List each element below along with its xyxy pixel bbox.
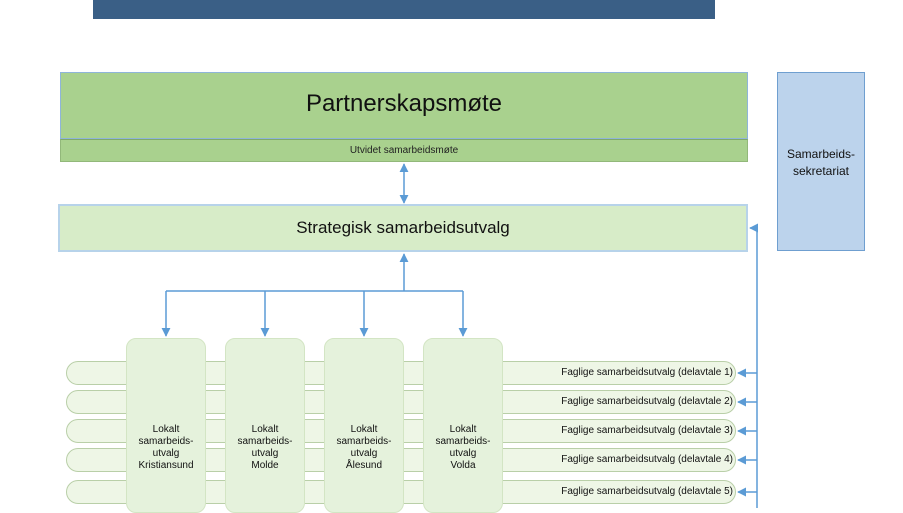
lokalt-kristiansund-line-2: samarbeids-	[138, 436, 194, 447]
sekretariat-line-1: Samarbeids-	[786, 147, 856, 161]
lokalt-kristiansund-line-4: Kristiansund	[138, 460, 194, 471]
faglige-label-3: Faglige samarbeidsutvalg (delavtale 3)	[561, 425, 733, 436]
lokalt-molde-line-2: samarbeids-	[237, 436, 293, 447]
lokalt-alesund-line-2: samarbeids-	[336, 436, 392, 447]
lokalt-volda-line-2: samarbeids-	[435, 436, 491, 447]
samarbeidssekretariat-box: Samarbeids- sekretariat	[777, 72, 865, 251]
header-bar	[93, 0, 715, 19]
lokalt-volda-line-1: Lokalt	[449, 424, 477, 435]
partnerskapsmote-title: Partnerskapsmøte	[305, 90, 503, 117]
lokalt-molde-line-3: utvalg	[251, 448, 279, 459]
faglige-label-4: Faglige samarbeidsutvalg (delavtale 4)	[561, 454, 733, 465]
lokalt-alesund-line-3: utvalg	[350, 448, 378, 459]
faglige-label-5: Faglige samarbeidsutvalg (delavtale 5)	[561, 486, 733, 497]
faglige-label-1: Faglige samarbeidsutvalg (delavtale 1)	[561, 367, 733, 378]
lokalt-alesund-line-4: Ålesund	[345, 460, 383, 471]
utvidet-samarbeidsmote-box: Utvidet samarbeidsmøte	[60, 139, 748, 162]
faglige-label-2: Faglige samarbeidsutvalg (delavtale 2)	[561, 396, 733, 407]
lokalt-molde-line-1: Lokalt	[251, 424, 279, 435]
lokalt-kristiansund-line-3: utvalg	[152, 448, 180, 459]
sekretariat-line-2: sekretariat	[792, 164, 850, 178]
lokalt-kristiansund-line-1: Lokalt	[152, 424, 180, 435]
lokalt-alesund-line-1: Lokalt	[350, 424, 378, 435]
lokalt-molde-line-4: Molde	[251, 460, 279, 471]
lokalt-volda-line-4: Volda	[450, 460, 476, 471]
lokalt-box-molde: Lokalt samarbeids- utvalg Molde	[225, 338, 305, 513]
lokalt-box-alesund: Lokalt samarbeids- utvalg Ålesund	[324, 338, 404, 513]
lokalt-box-kristiansund: Lokalt samarbeids- utvalg Kristiansund	[126, 338, 206, 513]
lokalt-volda-line-3: utvalg	[449, 448, 477, 459]
strategisk-samarbeidsutvalg-box: Strategisk samarbeidsutvalg	[58, 204, 748, 252]
partnerskapsmote-box	[60, 72, 748, 139]
